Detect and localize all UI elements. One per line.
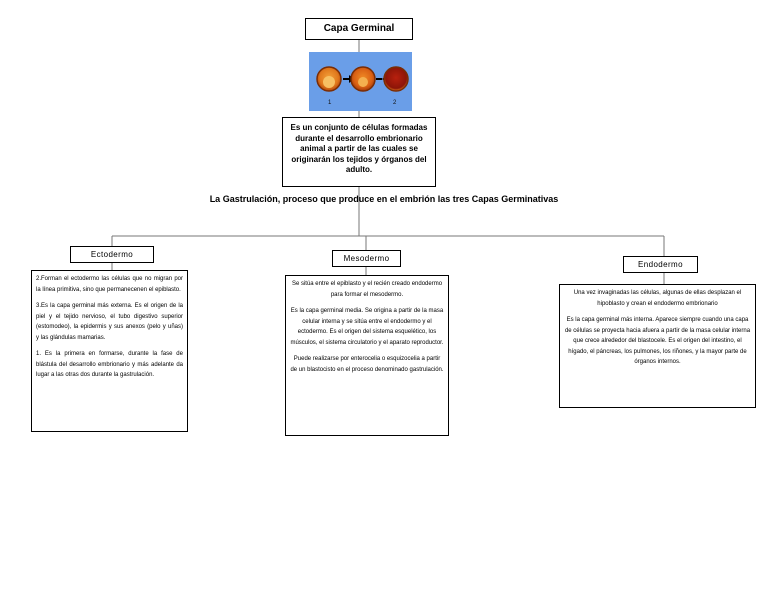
image-label-1: 1 [328, 100, 332, 106]
title-text: Capa Germinal [323, 23, 395, 34]
endodermo-label: Endodermo [623, 256, 698, 273]
endodermo-detail-box: Una vez invaginadas las células, algunas… [559, 284, 756, 408]
embryo-stage-3 [383, 66, 409, 92]
mesodermo-paragraph: Es la capa germinal media. Se origina a … [290, 308, 444, 346]
ectodermo-paragraph: 3.Es la capa germinal más externa. Es el… [36, 303, 183, 341]
endodermo-paragraph: Una vez invaginadas las células, algunas… [573, 290, 742, 307]
image-label-2: 2 [393, 100, 397, 106]
ectodermo-detail-box: 2.Forman el ectodermo las células que no… [31, 270, 188, 432]
ectodermo-label: Ectodermo [70, 246, 154, 263]
embryo-stage-2 [350, 66, 376, 92]
mesodermo-paragraph: Puede realizarse por enterocelia o esqui… [290, 356, 444, 373]
embryo-image: 1 2 [309, 52, 412, 111]
definition-box: Es un conjunto de células formadas duran… [282, 117, 436, 187]
title-box: Capa Germinal [305, 18, 413, 40]
mesodermo-paragraph: Se sitúa entre el epiblasto y el recién … [291, 281, 443, 298]
mesodermo-label: Mesodermo [332, 250, 401, 267]
embryo-stage-1 [316, 66, 342, 92]
definition-text: Es un conjunto de células formadas duran… [290, 123, 428, 174]
ectodermo-paragraph: 1. Es la primera en formarse, durante la… [36, 351, 183, 378]
ectodermo-paragraph: 2.Forman el ectodermo las células que no… [36, 276, 183, 293]
mesodermo-detail-box: Se sitúa entre el epiblasto y el recién … [285, 275, 449, 436]
embryo-illustration: 1 2 [316, 66, 409, 106]
endodermo-paragraph: Es la capa germinal más interna. Aparece… [564, 317, 751, 365]
subtitle: La Gastrulación, proceso que produce en … [209, 194, 559, 204]
